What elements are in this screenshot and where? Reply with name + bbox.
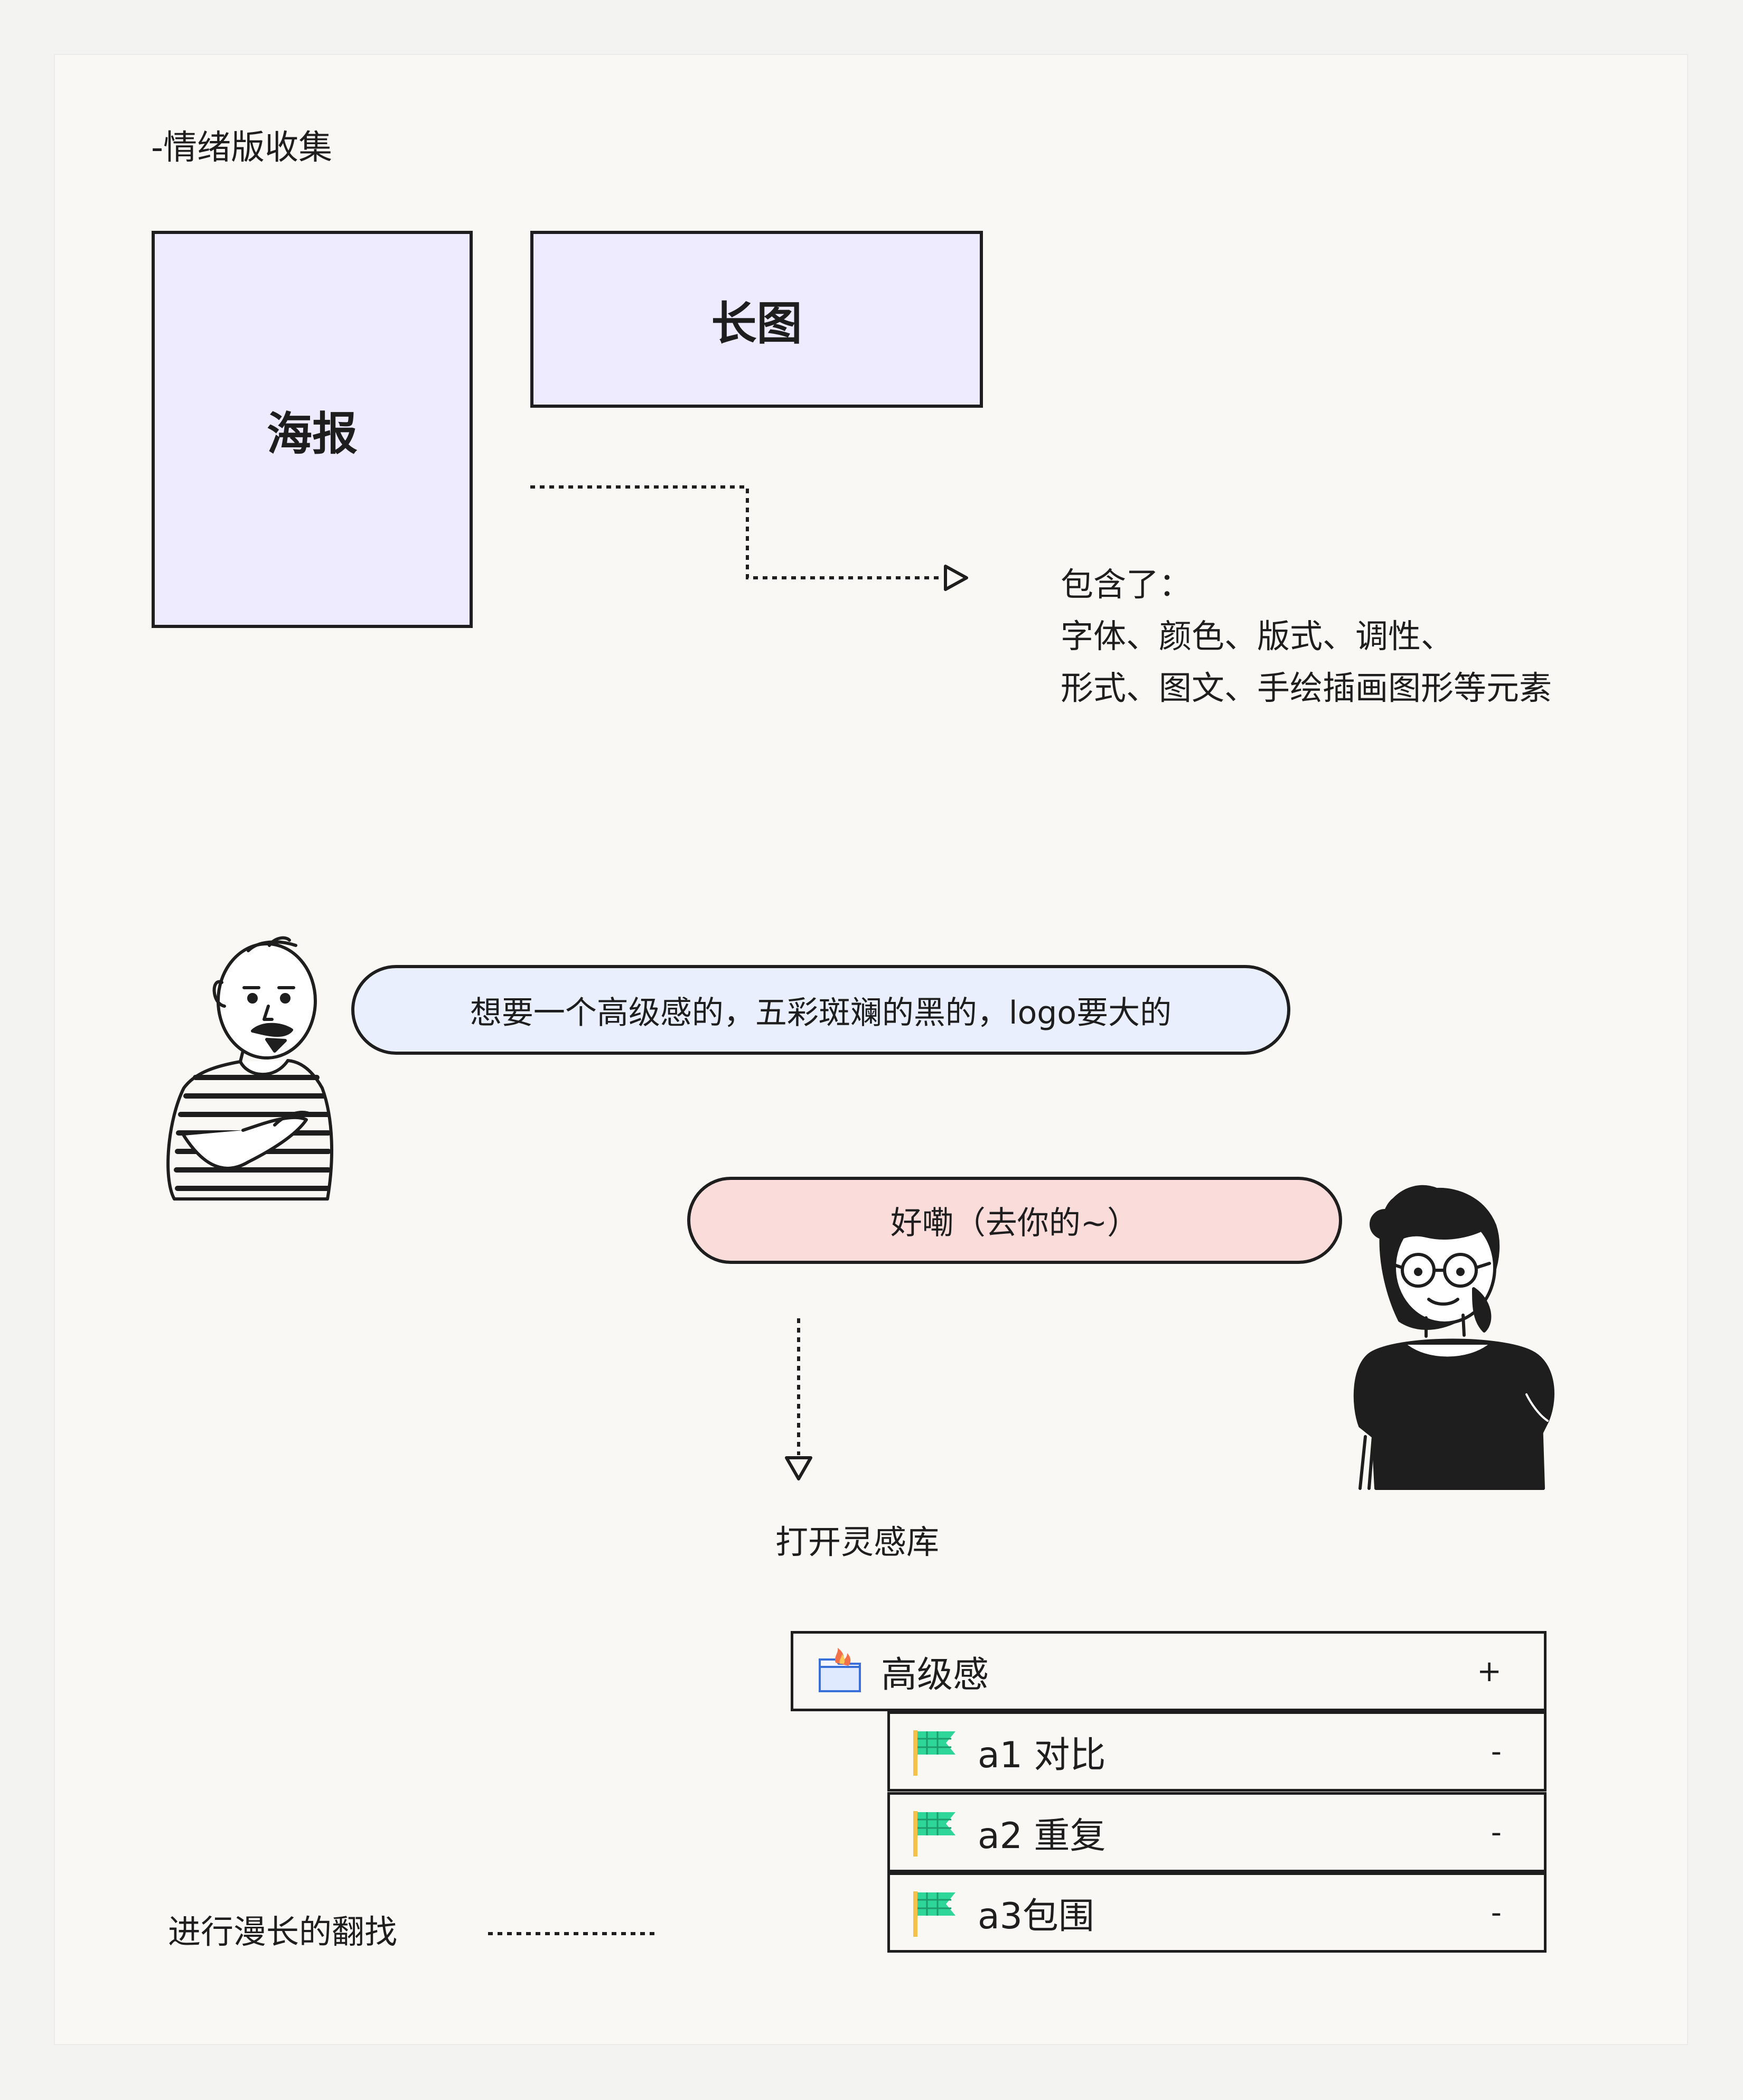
arrow-head-right <box>944 565 968 591</box>
flag-icon <box>913 1730 955 1776</box>
library-child-label: a1 对比 <box>978 1734 1106 1776</box>
open-library-step: 打开灵感库 <box>775 1523 940 1561</box>
library-child-label: a2 重复 <box>978 1815 1106 1857</box>
client-illustration <box>166 936 333 1201</box>
library-child-label: a3包围 <box>978 1895 1094 1937</box>
library-child-row[interactable]: a1 对比 - <box>887 1711 1547 1792</box>
long-image-label: 长图 <box>711 297 802 350</box>
description-line-1: 包含了： <box>1061 565 1192 604</box>
description-line-2: 字体、颜色、版式、调性、 <box>1061 617 1454 655</box>
client-speech-text: 想要一个高级感的，五彩斑斓的黑的，logo要大的 <box>470 994 1172 1032</box>
folder-fire-icon <box>819 1648 861 1692</box>
description-line-3: 形式、图文、手绘插画图形等元素 <box>1061 669 1552 707</box>
section-heading: -情绪版收集 <box>151 128 333 167</box>
arrow-head-down <box>785 1456 812 1480</box>
flag-icon <box>913 1811 955 1857</box>
poster-label: 海报 <box>267 407 358 461</box>
designer-illustration <box>1353 1185 1554 1490</box>
collapse-button[interactable]: - <box>1491 1815 1502 1850</box>
long-image-box[interactable]: 长图 <box>530 231 983 408</box>
library-root-label: 高级感 <box>881 1654 989 1696</box>
library-child-row[interactable]: a3包围 - <box>887 1872 1547 1953</box>
collapse-button[interactable]: - <box>1491 1734 1502 1769</box>
flag-icon <box>913 1891 955 1937</box>
designer-speech-bubble[interactable]: 好嘞（去你的~） <box>687 1177 1342 1264</box>
library-root-row[interactable]: 高级感 + <box>791 1631 1547 1711</box>
client-speech-bubble[interactable]: 想要一个高级感的，五彩斑斓的黑的，logo要大的 <box>351 965 1290 1055</box>
designer-speech-text: 好嘞（去你的~） <box>890 1205 1139 1242</box>
poster-box[interactable]: 海报 <box>152 231 473 628</box>
elements-description: 包含了： 字体、颜色、版式、调性、 形式、图文、手绘插画图形等元素 <box>1061 559 1552 714</box>
search-step: 进行漫长的翻找 <box>168 1912 398 1951</box>
dotted-elbow-arrow <box>530 485 940 579</box>
library-child-row[interactable]: a2 重复 - <box>887 1792 1547 1872</box>
expand-button[interactable]: + <box>1477 1654 1502 1689</box>
collapse-button[interactable]: - <box>1491 1895 1502 1930</box>
